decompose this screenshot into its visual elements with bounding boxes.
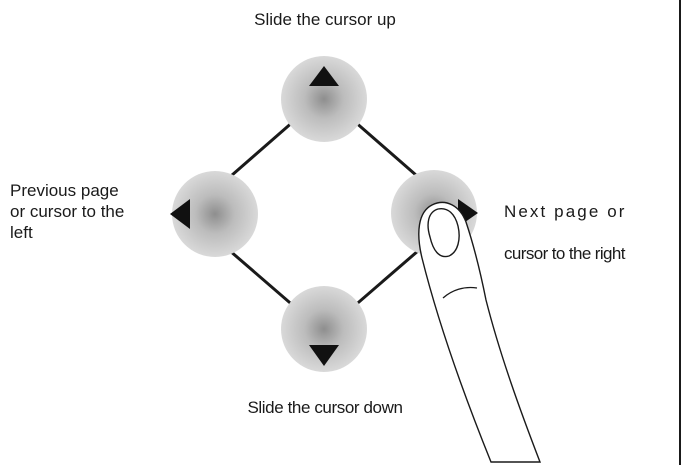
slide-cursor-down-label: Slide the cursor down [160, 397, 490, 418]
page-border [679, 0, 681, 465]
next-page-label-line2: cursor to the right [504, 243, 674, 264]
next-page-label-line1: Next page or [504, 201, 674, 222]
previous-page-label: Previous page or cursor to the left [10, 180, 170, 243]
next-page-label: Next page or cursor to the right [504, 180, 674, 285]
slide-cursor-up-label: Slide the cursor up [160, 9, 490, 30]
